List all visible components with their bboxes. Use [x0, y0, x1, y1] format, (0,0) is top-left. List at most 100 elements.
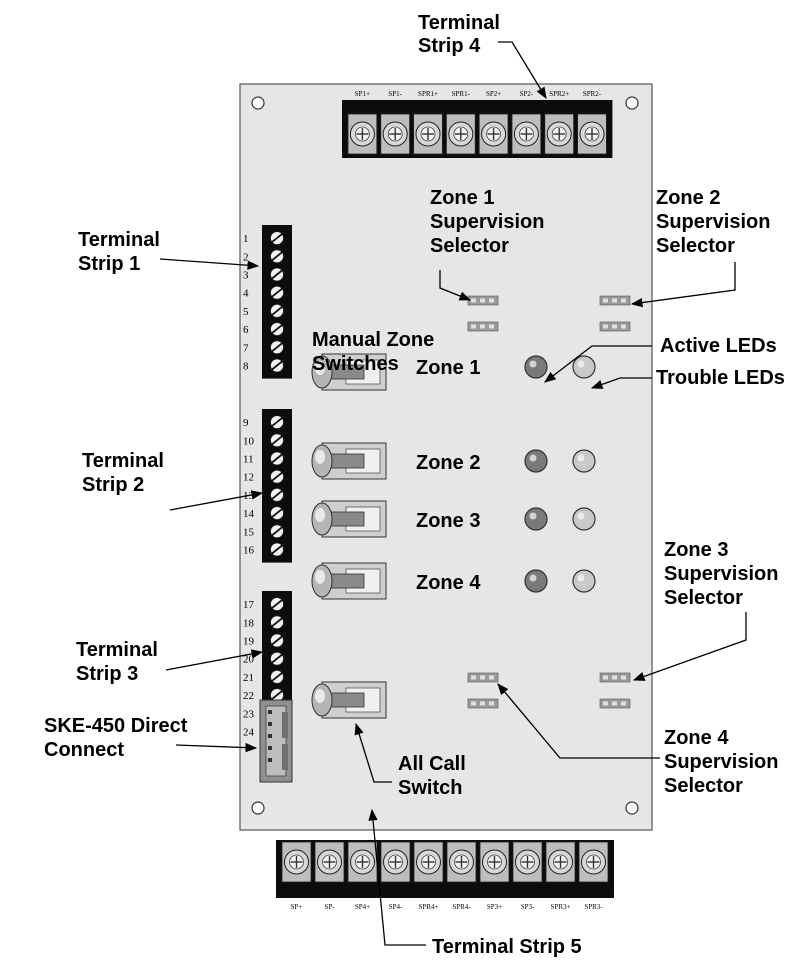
- svg-text:Zone 1: Zone 1: [430, 187, 494, 209]
- zone4-trouble-led: [572, 569, 596, 593]
- zone-label-2: Zone 2: [416, 452, 480, 474]
- terminal-strip-4-label: SP1+: [355, 90, 370, 98]
- terminal-strip-1-pin-number: 3: [243, 270, 249, 282]
- zone3-switch: [311, 500, 387, 538]
- leader-all-call-switch: [354, 722, 392, 783]
- terminal-strip-3-pin-number: 20: [243, 654, 255, 666]
- terminal-strip-2-terminal: [270, 506, 284, 520]
- zone-label-1: Zone 1: [416, 357, 480, 379]
- svg-text:Terminal Strip 5: Terminal Strip 5: [432, 936, 582, 958]
- terminal-strip-5-terminal: [347, 841, 378, 883]
- terminal-strip-2-terminal: [270, 469, 284, 484]
- leader-terminal-strip-3: [165, 649, 264, 671]
- supervision-selectors: [467, 295, 631, 709]
- svg-text:Selector: Selector: [430, 235, 509, 257]
- svg-text:Switches: Switches: [312, 353, 399, 375]
- callout-zone2-selector: Zone 2 Supervision Selector: [656, 187, 770, 257]
- callout-zone3-selector: Zone 3 Supervision Selector: [664, 539, 778, 609]
- callout-terminal-strip-3: Terminal Strip 3: [76, 639, 158, 685]
- terminal-strip-2-pin-number: 9: [243, 417, 249, 429]
- zone3-supervision-selector: [599, 672, 631, 709]
- leader-zone1-selector: [439, 270, 472, 301]
- svg-text:Manual Zone: Manual Zone: [312, 329, 434, 351]
- terminal-strip-5: SP+SP-SP4+SP4-SPR4+SPR4-SP3+SP3-SPR3+SPR…: [276, 840, 614, 911]
- terminal-strip-5-label: SP-: [324, 903, 335, 911]
- svg-text:Terminal: Terminal: [82, 450, 164, 472]
- manual-zone-switches: [311, 353, 387, 719]
- terminal-strip-4-terminal: [380, 113, 410, 155]
- zone2-switch: [311, 442, 387, 480]
- svg-text:Active LEDs: Active LEDs: [660, 335, 777, 357]
- terminal-strip-1-terminal: [270, 249, 284, 264]
- terminal-strip-4-terminal: [445, 113, 476, 155]
- terminal-strip-1-terminal: [270, 303, 284, 318]
- terminal-strip-1-pin-number: 7: [243, 342, 249, 354]
- terminal-strip-2-pin-number: 10: [243, 435, 255, 447]
- all-call-switch: [311, 681, 387, 719]
- terminal-strip-3-terminal: [270, 597, 284, 611]
- terminal-strip-1-block: [262, 225, 292, 379]
- terminal-strip-3-terminal: [270, 615, 284, 630]
- terminal-strip-5-terminal: [281, 841, 312, 883]
- terminal-strip-5-label: SP4+: [355, 903, 370, 911]
- callout-terminal-strip-4: Terminal Strip 4: [418, 12, 500, 57]
- terminal-strip-2-pin-number: 12: [243, 472, 254, 484]
- svg-text:Strip 3: Strip 3: [76, 663, 138, 685]
- terminal-strip-4-terminal: [544, 113, 574, 155]
- terminal-strip-1-pin-number: 6: [243, 324, 249, 336]
- terminal-strip-2-pin-number: 14: [243, 508, 255, 520]
- svg-text:Strip 4: Strip 4: [418, 35, 481, 57]
- svg-text:Selector: Selector: [664, 587, 743, 609]
- terminal-strip-3-terminal: [270, 651, 284, 666]
- terminal-strip-5-label: SPR4+: [419, 903, 439, 911]
- callout-terminal-strip-2: Terminal Strip 2: [82, 450, 164, 496]
- terminal-strip-5-label: SPR3+: [551, 903, 571, 911]
- callout-zone4-selector: Zone 4 Supervision Selector: [664, 727, 778, 797]
- terminal-strip-5-terminal: [446, 841, 477, 883]
- terminal-strip-1-pin-number: 4: [243, 288, 249, 300]
- zone4-active-led: [524, 569, 548, 593]
- terminal-strip-4-terminal: [413, 113, 443, 155]
- zone4-switch: [311, 562, 387, 600]
- terminal-strip-5-label: SPR3-: [584, 903, 603, 911]
- svg-text:SKE-450 Direct: SKE-450 Direct: [44, 715, 188, 737]
- terminal-strip-1-terminal: [270, 358, 284, 373]
- terminal-strip-4-terminal: [347, 113, 378, 155]
- mounting-hole-bottom-left: [251, 801, 265, 815]
- leader-trouble-leds: [590, 377, 652, 389]
- svg-text:Supervision: Supervision: [430, 211, 544, 233]
- leader-ske-450: [175, 742, 258, 753]
- zone4-supervision-selector: [467, 672, 499, 709]
- mounting-hole-bottom-right: [625, 801, 639, 815]
- terminal-strip-3-pin-number: 17: [243, 599, 255, 611]
- svg-text:Connect: Connect: [44, 739, 124, 761]
- terminal-strip-1-terminal: [270, 322, 284, 337]
- terminal-strip-5-terminal: [479, 841, 510, 883]
- zone2-trouble-led: [572, 449, 596, 473]
- terminal-strip-1-pin-number: 5: [243, 306, 249, 318]
- leader-terminal-strip-5: [368, 808, 426, 946]
- svg-text:Supervision: Supervision: [656, 211, 770, 233]
- terminal-strip-4-label: SP1-: [388, 90, 402, 98]
- terminal-strip-3-pin-number: 21: [243, 672, 254, 684]
- terminal-strip-4-label: SPR1+: [418, 90, 438, 98]
- terminal-strip-5-label: SP3-: [521, 903, 535, 911]
- zone2-supervision-selector: [599, 295, 631, 332]
- terminal-strip-2-terminal: [270, 433, 284, 448]
- terminal-strip-4-terminal: [577, 113, 607, 155]
- terminal-strip-5-label: SP3+: [487, 903, 502, 911]
- terminal-strip-4-label: SP2-: [520, 90, 534, 98]
- svg-text:Strip 2: Strip 2: [82, 474, 144, 496]
- terminal-strip-1-terminal: [270, 231, 284, 246]
- svg-text:Supervision: Supervision: [664, 751, 778, 773]
- leader-zone3-selector: [632, 612, 747, 681]
- svg-text:Trouble LEDs: Trouble LEDs: [656, 367, 785, 389]
- svg-text:Zone 4: Zone 4: [664, 727, 729, 749]
- zone-label-3: Zone 3: [416, 510, 480, 532]
- terminal-strip-1-pin-number: 1: [243, 233, 249, 245]
- svg-text:Zone 3: Zone 3: [664, 539, 728, 561]
- zone-label-4: Zone 4: [416, 572, 481, 594]
- terminal-strip-2-block: [262, 409, 292, 563]
- terminal-strip-5-label: SP+: [291, 903, 303, 911]
